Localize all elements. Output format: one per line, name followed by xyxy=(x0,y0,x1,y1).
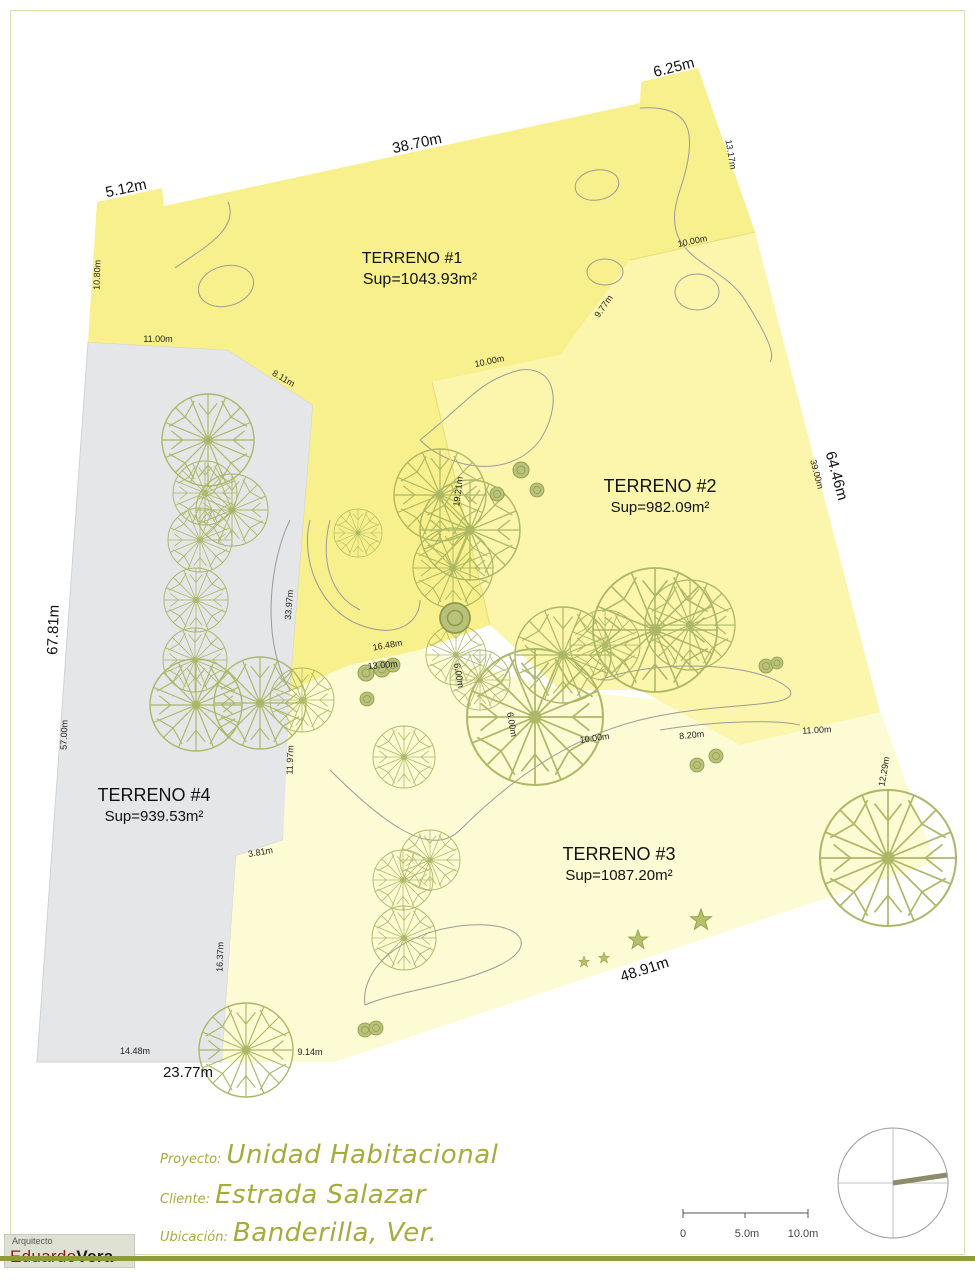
client-row: Cliente: Estrada Salazar xyxy=(160,1180,426,1210)
footer-bar xyxy=(0,1256,975,1261)
dimension-label: 64.46m xyxy=(822,449,851,502)
tree-symbol xyxy=(644,579,736,671)
scale-label: 10.0m xyxy=(788,1228,819,1240)
scale-label: 5.0m xyxy=(735,1228,759,1240)
lot-1-area xyxy=(88,68,755,690)
tree-symbol xyxy=(149,658,243,752)
tree-symbol xyxy=(163,567,229,633)
lot-4-name: TERRENO #4 xyxy=(97,785,210,805)
project-row: Proyecto: Unidad Habitacional xyxy=(160,1140,498,1170)
dimension-label: 67.81m xyxy=(44,605,63,656)
location-label: Ubicación: xyxy=(160,1230,228,1245)
dimension-label: 13.00m xyxy=(367,659,398,672)
tree-symbol xyxy=(269,667,335,733)
tree-symbol xyxy=(465,647,605,787)
shrub-symbol xyxy=(770,656,784,670)
dimension-label: 23.77m xyxy=(163,1064,213,1081)
shrub-symbol xyxy=(708,748,724,764)
shrub-symbol xyxy=(689,757,705,773)
dimension-label: 10.00m xyxy=(579,731,610,745)
shrub-symbol xyxy=(529,482,545,498)
lot-2-area xyxy=(432,232,880,745)
project-value: Unidad Habitacional xyxy=(226,1140,499,1170)
dimension-label: 14.48m xyxy=(120,1046,150,1056)
shrub-symbol xyxy=(512,461,530,479)
tree-symbol xyxy=(371,905,437,971)
dimension-label: 16.37m xyxy=(214,942,225,972)
tree-symbol xyxy=(399,829,461,891)
location-value: Banderilla, Ver. xyxy=(232,1218,438,1248)
dimension-label: 3.81m xyxy=(247,845,273,859)
dimension-label: 11.00m xyxy=(802,724,832,736)
logo-prefix: Arquitecto xyxy=(12,1236,53,1246)
dimension-label: 19.21m xyxy=(451,476,465,507)
shrub-symbol xyxy=(439,602,471,634)
shrub-symbol xyxy=(489,486,505,502)
lot-3-name: TERRENO #3 xyxy=(562,844,675,864)
tree-symbol xyxy=(592,567,718,693)
dimension-label: 33.97m xyxy=(283,589,296,620)
shrub-symbol xyxy=(758,658,774,674)
architect-logo: Arquitecto EduardoVera xyxy=(4,1234,135,1268)
lot-4-area-label: Sup=939.53m² xyxy=(105,808,204,825)
tree-symbol xyxy=(213,656,307,750)
tree-symbol xyxy=(372,725,436,789)
lot-2-name: TERRENO #2 xyxy=(603,476,716,496)
lot-3-area-label: Sup=1087.20m² xyxy=(565,867,672,884)
location-row: Ubicación: Banderilla, Ver. xyxy=(160,1218,437,1248)
dimension-label: 11.00m xyxy=(143,334,172,344)
dimension-label: 6.00m xyxy=(505,711,519,737)
project-label: Proyecto: xyxy=(160,1152,222,1167)
compass-icon xyxy=(837,1127,949,1239)
tree-symbol xyxy=(198,1002,294,1098)
client-value: Estrada Salazar xyxy=(215,1180,426,1210)
tree-symbol xyxy=(412,527,494,609)
dimension-label: 9.14m xyxy=(297,1047,322,1057)
dimension-label: 57.00m xyxy=(58,720,69,750)
lot-1-area-label: Sup=1043.93m² xyxy=(363,271,478,288)
dimension-label: 11.97m xyxy=(284,745,295,775)
tree-symbol xyxy=(167,507,233,573)
shrub-symbol xyxy=(359,691,375,707)
shrub-symbol xyxy=(368,1020,384,1036)
dimension-label: 6.00m xyxy=(452,662,466,688)
scale-bar xyxy=(682,1209,809,1218)
client-label: Cliente: xyxy=(160,1192,211,1207)
dimension-label: 10.80m xyxy=(91,260,102,290)
tree-symbol xyxy=(372,849,434,911)
lot-1-name: TERRENO #1 xyxy=(362,250,463,267)
dimension-label: 8.20m xyxy=(679,729,705,742)
contour-lines xyxy=(174,107,801,1006)
lot-2-area-label: Sup=982.09m² xyxy=(611,499,710,516)
tree-symbol xyxy=(818,788,958,928)
tree-symbol xyxy=(419,479,521,581)
tree-symbol xyxy=(333,508,383,558)
scale-label: 0 xyxy=(680,1228,686,1240)
